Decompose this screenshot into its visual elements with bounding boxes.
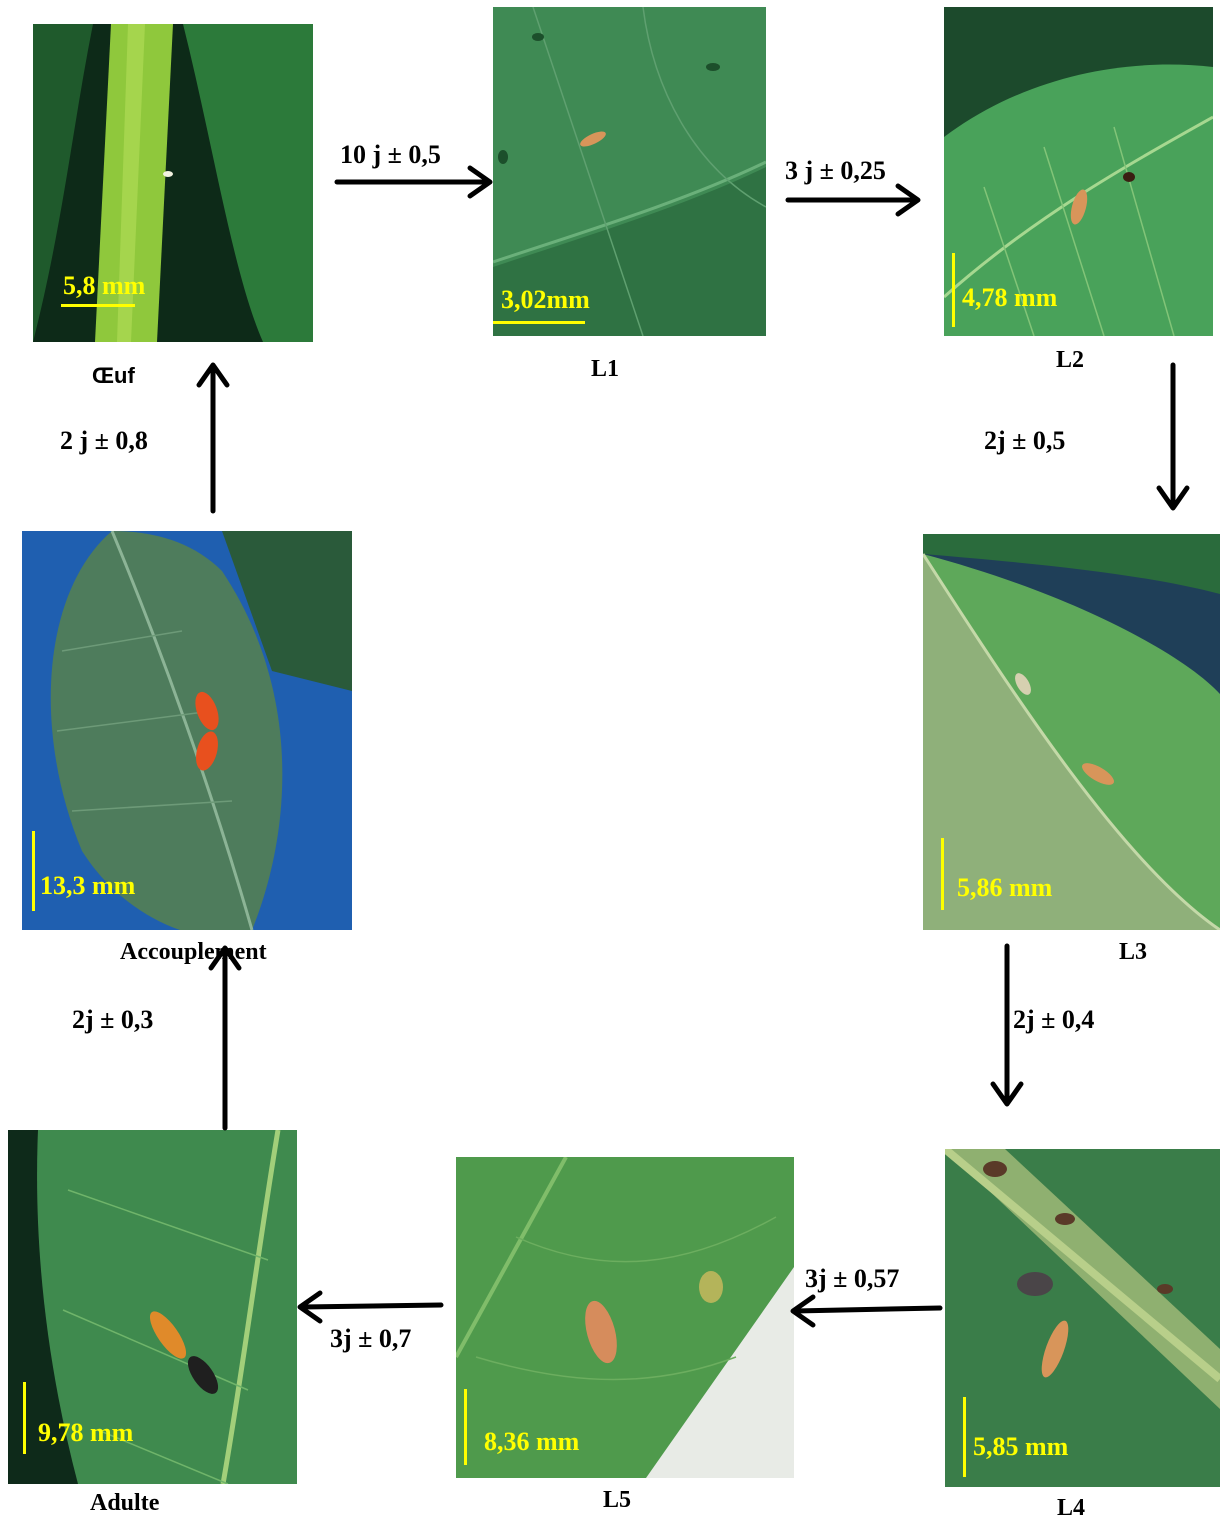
scale-bar bbox=[32, 831, 35, 911]
photo-l5: 8,36 mm bbox=[456, 1157, 794, 1478]
stage-label-adulte: Adulte bbox=[90, 1491, 159, 1515]
photo-l3: 5,86 mm bbox=[923, 534, 1220, 930]
photo-accouplement: 13,3 mm bbox=[22, 531, 352, 930]
scale-label: 5,8 mm bbox=[63, 273, 145, 299]
scale-bar bbox=[493, 321, 585, 324]
scale-label: 3,02mm bbox=[501, 287, 590, 313]
stage-label-oeuf: Œuf bbox=[92, 365, 135, 387]
duration-l2-to-l3: 2j ± 0,5 bbox=[984, 428, 1065, 454]
scale-bar bbox=[61, 304, 135, 307]
duration-oeuf-to-l1: 10 j ± 0,5 bbox=[340, 142, 441, 168]
stage-label-l4: L4 bbox=[1057, 1496, 1085, 1520]
photo-l1: 3,02mm bbox=[493, 7, 766, 336]
scale-label: 8,36 mm bbox=[484, 1429, 579, 1455]
duration-l3-to-l4: 2j ± 0,4 bbox=[1013, 1007, 1094, 1033]
arrow-adulte-to-accouplement bbox=[211, 948, 239, 1128]
duration-l4-to-l5: 3j ± 0,57 bbox=[805, 1266, 899, 1292]
scale-label: 5,85 mm bbox=[973, 1434, 1068, 1460]
leaf-photo-l3 bbox=[923, 534, 1220, 930]
scale-label: 9,78 mm bbox=[38, 1420, 133, 1446]
arrow-l2-to-l3 bbox=[1159, 365, 1187, 508]
stage-label-l5: L5 bbox=[603, 1488, 631, 1512]
scale-bar bbox=[23, 1382, 26, 1454]
stage-label-accouplement: Accouplement bbox=[120, 940, 267, 964]
duration-l5-to-adulte: 3j ± 0,7 bbox=[330, 1326, 411, 1352]
duration-accouplement-to-oeuf: 2 j ± 0,8 bbox=[60, 428, 148, 454]
photo-l2: 4,78 mm bbox=[944, 7, 1213, 336]
arrow-l4-to-l5 bbox=[793, 1297, 940, 1325]
arrow-oeuf-to-l1 bbox=[337, 168, 490, 196]
duration-adulte-to-accouplement: 2j ± 0,3 bbox=[72, 1007, 153, 1033]
arrow-accouplement-to-oeuf bbox=[199, 365, 227, 511]
photo-l4: 5,85 mm bbox=[945, 1149, 1220, 1487]
scale-bar bbox=[941, 838, 944, 910]
scale-bar bbox=[963, 1397, 966, 1477]
scale-bar bbox=[952, 253, 955, 327]
stage-label-l2: L2 bbox=[1056, 348, 1084, 372]
scale-label: 5,86 mm bbox=[957, 875, 1052, 901]
photo-adulte: 9,78 mm bbox=[8, 1130, 297, 1484]
arrow-l5-to-adulte bbox=[300, 1293, 441, 1321]
stage-label-l1: L1 bbox=[591, 357, 619, 381]
scale-label: 4,78 mm bbox=[962, 285, 1057, 311]
duration-l1-to-l2: 3 j ± 0,25 bbox=[785, 158, 886, 184]
arrow-l1-to-l2 bbox=[788, 186, 918, 214]
stage-label-l3: L3 bbox=[1119, 940, 1147, 964]
scale-bar bbox=[464, 1389, 467, 1465]
scale-label: 13,3 mm bbox=[40, 873, 135, 899]
photo-oeuf: 5,8 mm bbox=[33, 24, 313, 342]
